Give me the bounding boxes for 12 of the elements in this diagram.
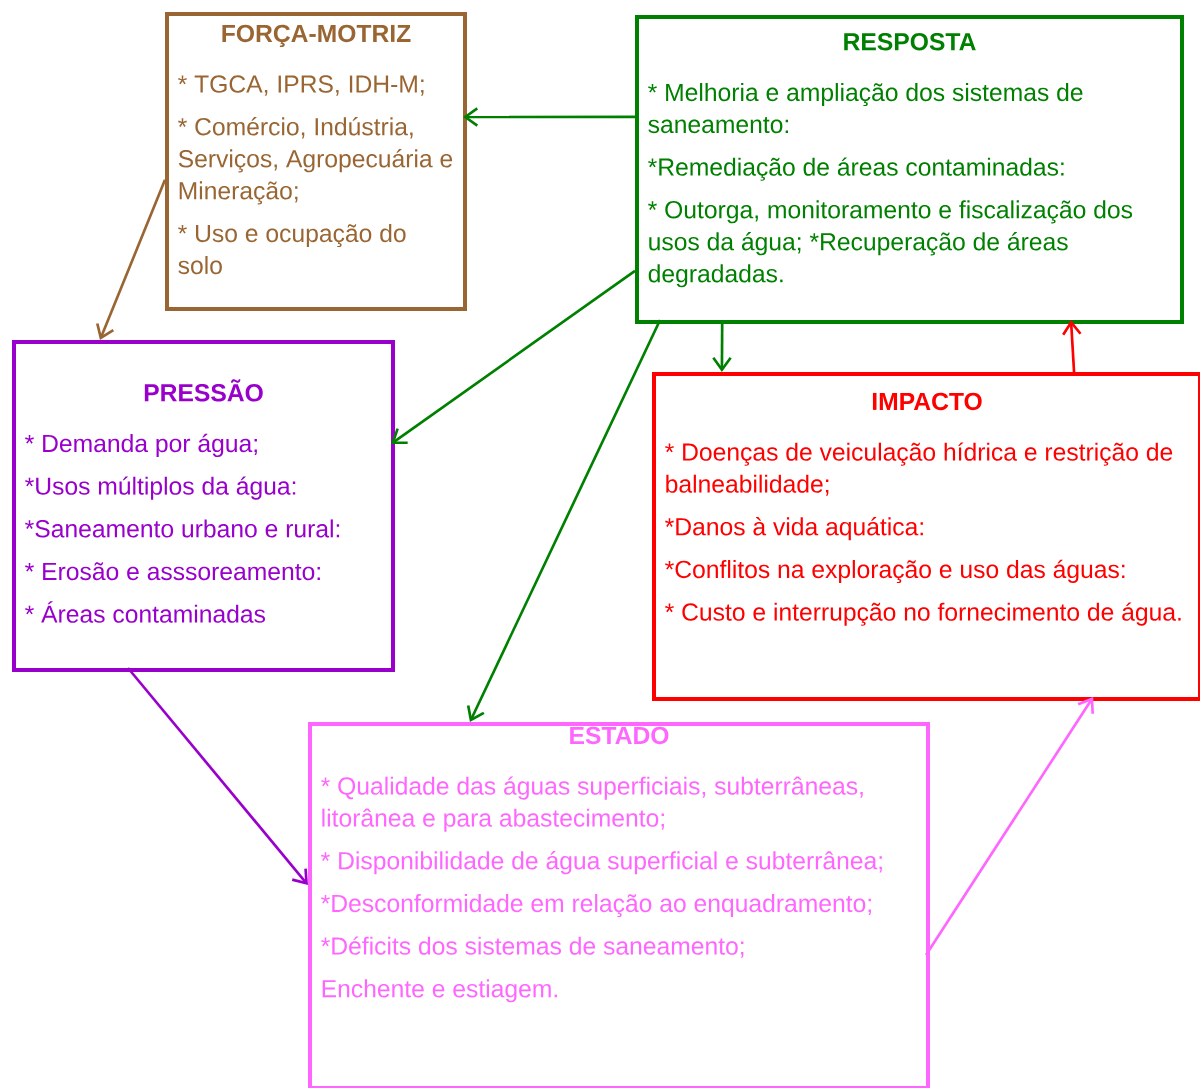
text-box: IMPACTO * Doenças de veiculação hídrica e restrição de balneabilidade; *Danos à vida aquática: *Conflitos na exploração e uso das águas: * Custo e interrupção no fornecimento de água. bbox=[652, 372, 1200, 701]
arrow bbox=[924, 697, 1095, 956]
text-box: ESTADO * Qualidade das águas superficiais, subterrâneas, litorânea e para abastecimento; * Disponibilidade de água superficial e subterrânea; *Desconformidade em relação ao enquadramento; *Déficits dos sistemas de saneamento; Enchente e estiagem. bbox=[308, 722, 930, 1088]
text-box: PRESSÃO * Demanda por água; *Usos múltiplos da água: *Saneamento urbano e rural: * Erosão e asssoreamento: * Áreas contaminadas bbox=[12, 340, 395, 672]
text-box: RESPOSTA * Melhoria e ampliação dos sistemas de saneamento: *Remediação de áreas contaminadas: * Outorga, monitoramento e fiscalização dos usos da água; *Recuperação de áreas degradadas. bbox=[635, 15, 1184, 324]
text-box: FORÇA-MOTRIZ * TGCA, IPRS, IDH-M; * Comércio, Indústria, Serviços, Agropecuária e Mineração; * Uso e ocupação do solo bbox=[165, 12, 467, 311]
arrow bbox=[391, 269, 636, 445]
arrow bbox=[463, 107, 635, 127]
arrow bbox=[466, 319, 662, 722]
arrow bbox=[96, 179, 167, 340]
arrow bbox=[126, 667, 308, 886]
arrow bbox=[1062, 320, 1082, 373]
